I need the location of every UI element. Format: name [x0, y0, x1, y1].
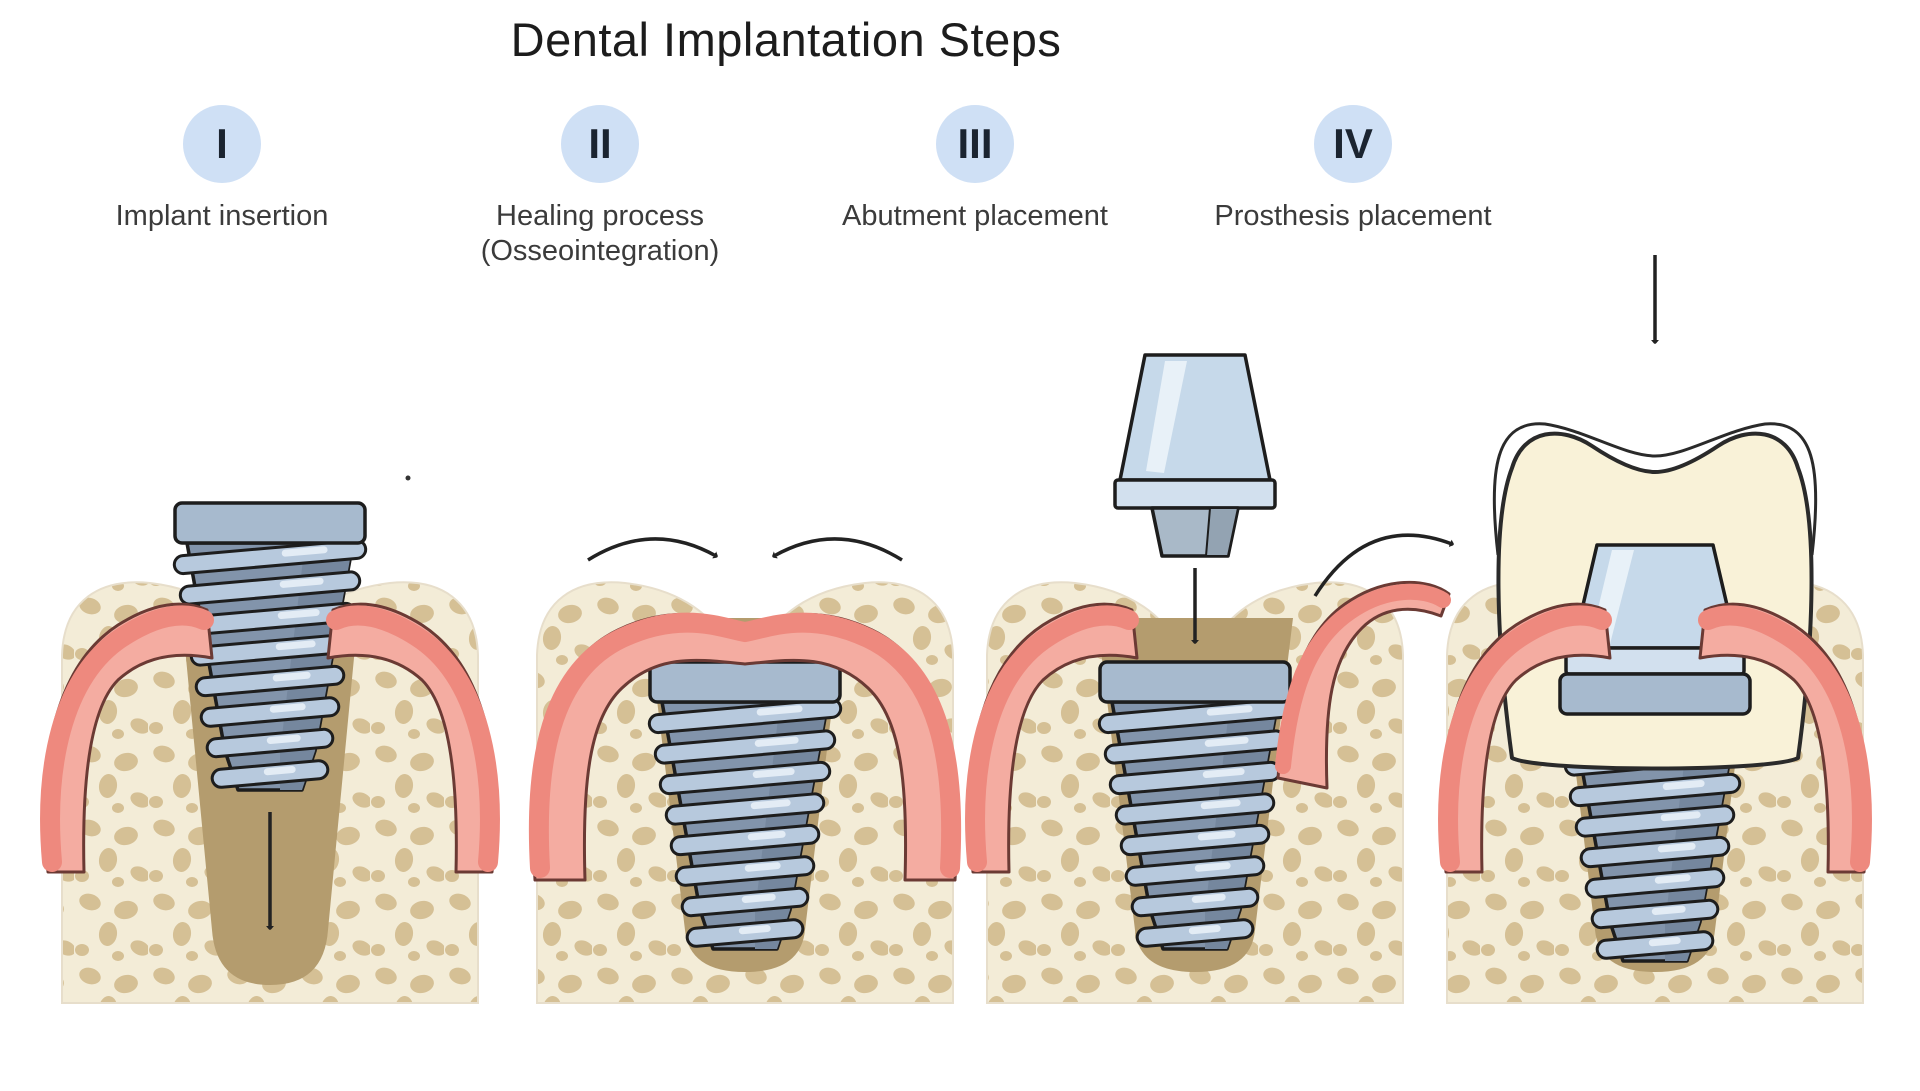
gum-tissue-right	[1698, 602, 1872, 874]
step-3-numeral: III	[957, 120, 993, 167]
step-1-label: Implant insertion	[115, 200, 329, 232]
flap-curved-arrow	[1313, 535, 1452, 597]
page-title: Dental Implantation Steps	[510, 13, 1062, 66]
step-1-numeral: I	[216, 120, 228, 167]
gum-tissue-left	[1438, 602, 1612, 874]
gum-tissue-right	[326, 602, 500, 874]
implant-cap	[648, 660, 842, 704]
implant-cap	[173, 501, 367, 545]
abutment	[1113, 353, 1277, 558]
step-4-badge: IV	[1314, 105, 1392, 183]
step-2-label: Healing process	[496, 200, 704, 232]
figure-implant-insertion	[40, 475, 500, 1004]
figure-healing-process	[528, 537, 962, 1004]
step-header-3: III Abutment placement	[815, 105, 1135, 234]
implant-cap	[1558, 672, 1752, 716]
step-header-2: II Healing process (Osseointegration)	[440, 105, 760, 269]
step-header-1: I Implant insertion	[62, 105, 382, 234]
step-3-badge: III	[936, 105, 1014, 183]
figure-prosthesis-placement	[1438, 255, 1872, 1004]
step-4-numeral: IV	[1333, 120, 1373, 167]
step-3-label: Abutment placement	[842, 200, 1108, 232]
gum-flap	[1275, 580, 1451, 790]
crown-outer-line	[1492, 422, 1818, 556]
step-4-label: Prosthesis placement	[1214, 200, 1492, 232]
curved-arrow-left	[587, 537, 716, 562]
gum-tissue-left	[965, 602, 1139, 874]
curved-arrow-right	[774, 537, 903, 562]
healed-gum	[528, 612, 962, 882]
step-1-badge: I	[183, 105, 261, 183]
implant-cap	[1098, 660, 1292, 704]
step-2-numeral: II	[588, 120, 612, 167]
step-2-sublabel: (Osseointegration)	[480, 235, 720, 267]
step-header-4: IV Prosthesis placement	[1193, 105, 1513, 234]
speck	[405, 475, 411, 481]
figure-abutment-placement	[965, 353, 1452, 1004]
gum-tissue-left	[40, 602, 214, 874]
step-2-badge: II	[561, 105, 639, 183]
